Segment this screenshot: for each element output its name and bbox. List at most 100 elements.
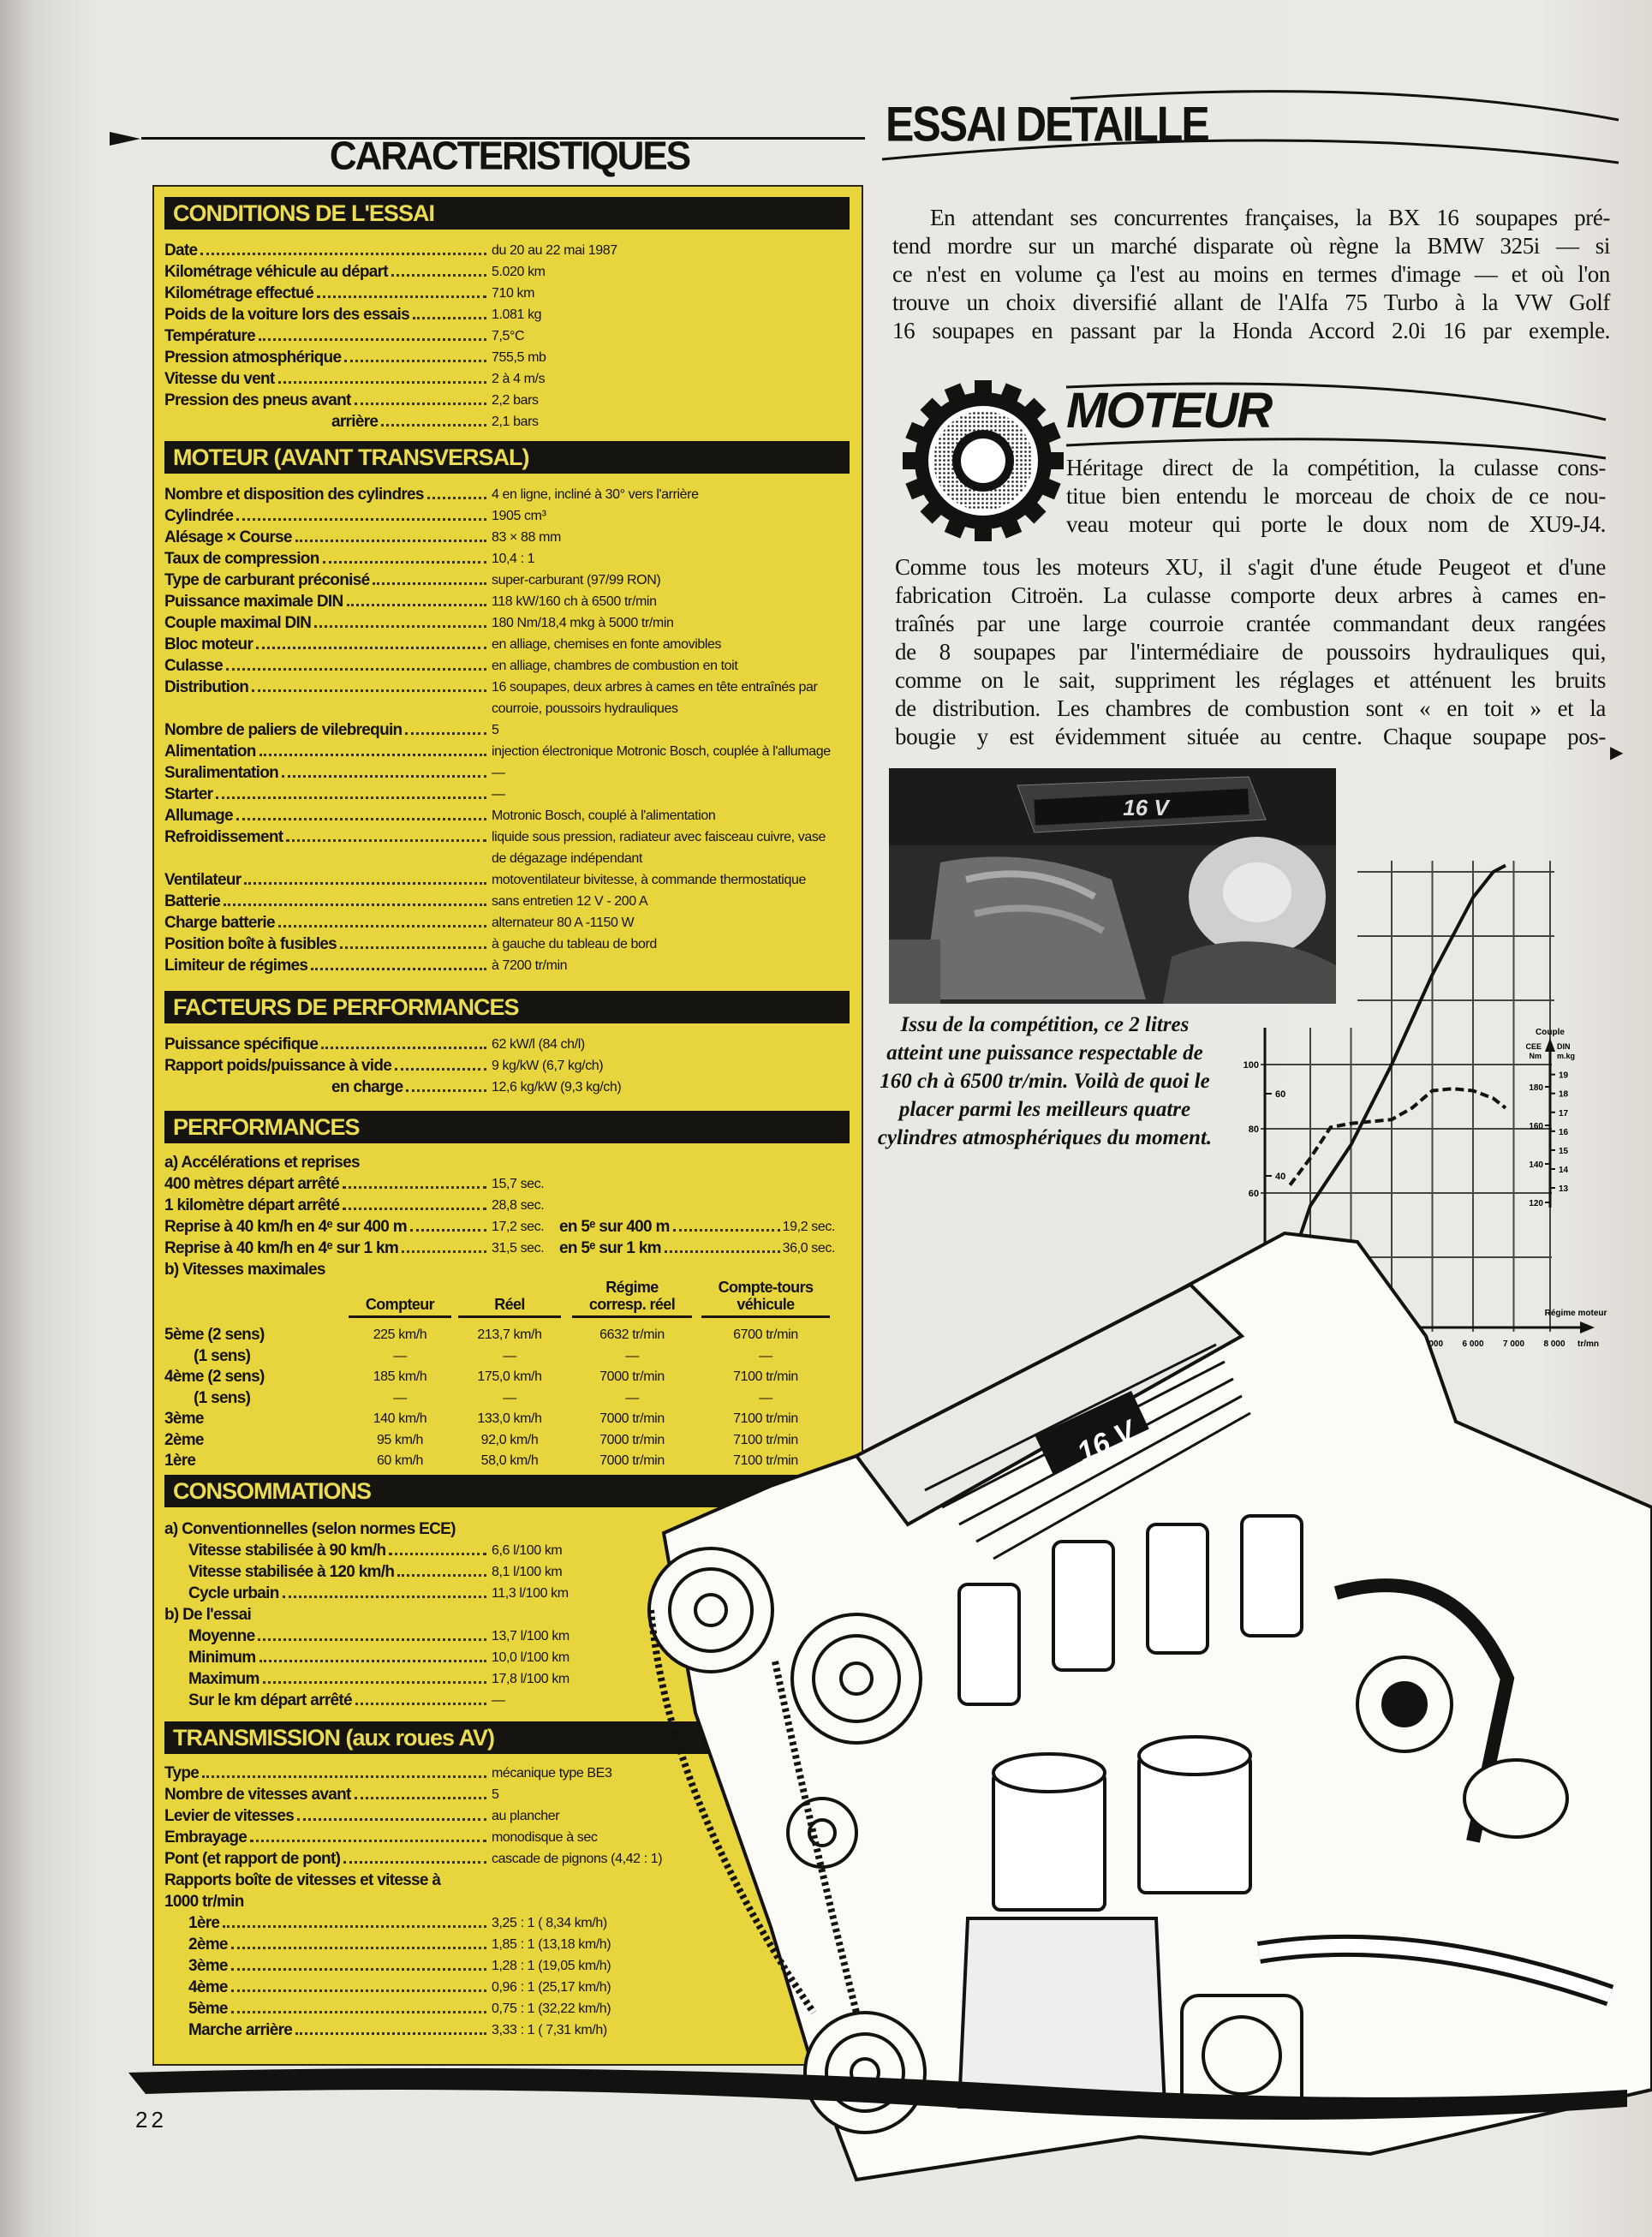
spec-label: Alésage × Course	[164, 527, 490, 548]
spec-value: 31,5 sec.	[492, 1241, 545, 1256]
spec-label-text: Poids de la voiture lors des essais	[164, 306, 410, 324]
spec-value: alternateur 80 A -1150 W	[492, 916, 635, 930]
table-cell: 92,0 km/h	[480, 1432, 539, 1447]
spec-value: 755,5 mb	[492, 350, 546, 365]
spec-label: Starter	[164, 784, 490, 805]
paragraph-line: comme on le sait, suppriment les réglage…	[895, 667, 1606, 693]
dot-leader	[322, 548, 486, 564]
spec-value: —	[492, 1693, 505, 1708]
gear-label: 4ème (2 sens)	[164, 1368, 265, 1386]
spec-label-text: Sur le km départ arrêté	[188, 1691, 353, 1709]
photo-badge-text: 16 V	[1123, 795, 1171, 820]
x-tick-label: 5 000	[1422, 1339, 1443, 1349]
spec-label: Culasse	[164, 655, 490, 677]
spec-value: 3,25 : 1 ( 8,34 km/h)	[492, 1916, 607, 1930]
dot-leader	[664, 1238, 780, 1253]
spec-value: 13,7 l/100 km	[492, 1629, 570, 1643]
dot-leader	[230, 1977, 486, 1992]
caption-line: cylindres atmosphériques du moment.	[877, 1126, 1213, 1149]
spec-extra-value: 19,2 sec.	[782, 1220, 836, 1234]
spec-label-text: Minimum	[188, 1649, 256, 1667]
spec-label-text: Nombre de vitesses avant	[164, 1786, 351, 1804]
spec-value: 8,1 l/100 km	[492, 1565, 563, 1579]
spec-value: sans entretien 12 V - 200 A	[492, 894, 648, 909]
spec-label-text: Pont (et rapport de pont)	[164, 1850, 341, 1868]
spec-label-text: Puissance maximale DIN	[164, 593, 343, 611]
table-cell: —	[625, 1390, 639, 1405]
spec-label-text: Charge batterie	[164, 914, 276, 932]
spec-value: super-carburant (97/99 RON)	[492, 573, 661, 588]
table-cell: 7100 tr/min	[733, 1453, 798, 1468]
dot-leader	[223, 1912, 486, 1928]
spec-label-text: Starter	[164, 785, 213, 803]
spec-value: 1905 cm³	[492, 509, 546, 523]
spec-row: Type mécanique type BE3	[154, 1763, 862, 1784]
dot-leader	[340, 934, 486, 949]
spec-extra-value: 36,0 sec.	[782, 1241, 836, 1256]
gear-label: 3ème	[164, 1410, 204, 1428]
table-cell: —	[503, 1390, 516, 1405]
paragraph-line: de 8 soupapes par l'intermédiaire de pou…	[895, 639, 1606, 665]
paragraph-line: Comme tous les moteurs XU, il s'agit d'u…	[895, 554, 1606, 580]
spec-label-text: Alésage × Course	[164, 528, 292, 546]
spec-label-text: Refroidissement	[164, 828, 283, 846]
y-tick-label: 140	[1529, 1160, 1543, 1170]
dot-leader	[342, 1173, 486, 1189]
spec-label-text: arrière	[331, 413, 379, 431]
moteur-header-rules	[1065, 382, 1607, 460]
spec-subheading: Rapports boîte de vitesses et vitesse à …	[164, 1871, 441, 1911]
dot-leader	[282, 762, 486, 778]
table-row: (1 sens)————	[154, 1346, 862, 1368]
spec-label-text: Reprise à 40 km/h en 4ᵉ sur 400 m	[164, 1218, 408, 1236]
dot-leader	[402, 1238, 486, 1253]
spec-label: Embrayage	[164, 1827, 490, 1848]
gear-icon	[903, 380, 1064, 541]
spec-value: Motronic Bosch, couplé à l'alimentation	[492, 808, 716, 823]
spec-value: à gauche du tableau de bord	[492, 937, 657, 951]
intro-paragraph: En attendant ses concurrentes françaises…	[892, 204, 1610, 345]
dot-leader	[262, 1668, 486, 1684]
dot-leader	[373, 570, 486, 585]
table-row: (1 sens)————	[154, 1388, 862, 1410]
spec-value: 4 en ligne, incliné à 30° vers l'arrière	[492, 487, 699, 502]
spec-value: 62 kW/l (84 ch/l)	[492, 1037, 585, 1052]
spec-label-text: Allumage	[164, 807, 234, 825]
dot-leader	[343, 1848, 486, 1864]
table-header: Régime corresp. réel	[572, 1279, 692, 1318]
section-heading-bar: PERFORMANCES	[164, 1111, 850, 1143]
spec-value: 10,4 : 1	[492, 552, 535, 566]
paragraph-line: de distribution. Les chambres de combust…	[895, 695, 1606, 721]
moteur-heading: MOTEUR	[1066, 383, 1273, 438]
spec-label: Allumage	[164, 805, 490, 826]
table-cell: —	[759, 1390, 772, 1405]
dot-leader	[230, 1955, 486, 1971]
spec-value: motoventilateur bivitesse, à commande th…	[492, 873, 806, 887]
spec-row: Sur le km départ arrêté —	[154, 1690, 862, 1711]
dot-leader	[256, 634, 486, 649]
characteristics-title: CARACTERISTIQUES	[329, 134, 691, 179]
spec-value: 9 kg/kW (6,7 kg/ch)	[492, 1059, 604, 1073]
spec-label-text: Type	[164, 1764, 200, 1782]
y-right-unit: CEE	[1525, 1042, 1542, 1051]
engine-badge-text: 16 V	[1072, 1413, 1142, 1469]
spec-value: mécanique type BE3	[492, 1766, 612, 1781]
power-curve	[1292, 863, 1506, 1255]
spec-value: du 20 au 22 mai 1987	[492, 243, 617, 258]
